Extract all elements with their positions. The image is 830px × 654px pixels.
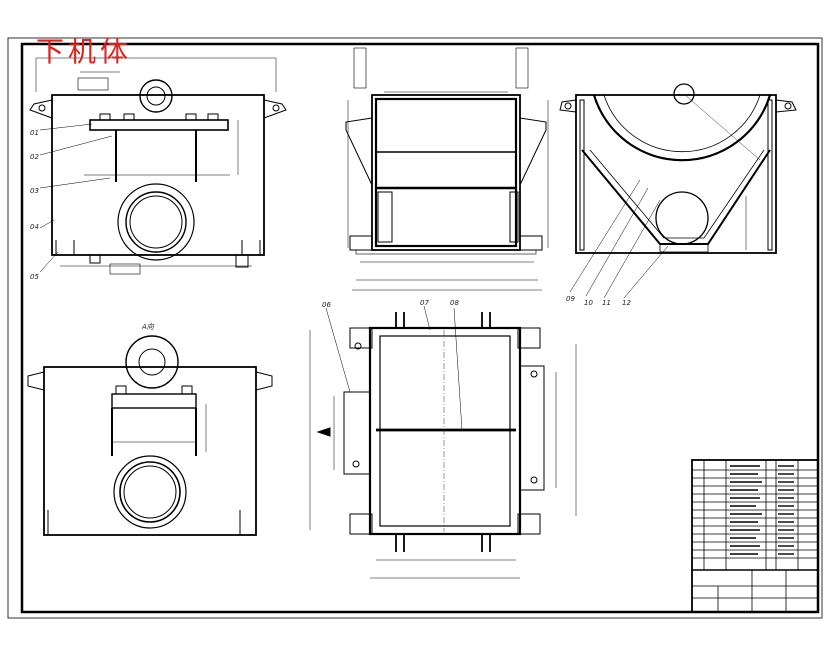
section-label-a: A向: [142, 323, 154, 331]
balloon-04: 04: [30, 223, 39, 231]
balloon-02: 02: [30, 153, 39, 161]
balloon-01: 01: [30, 129, 39, 137]
a-view: [27, 335, 273, 536]
balloon-09: 09: [566, 295, 575, 303]
end-view: [559, 83, 797, 299]
balloon-05: 05: [30, 273, 39, 281]
inner-frame: [20, 42, 820, 614]
balloon-07: 07: [420, 299, 429, 307]
drawing-title: 下机体: [36, 35, 133, 68]
balloon-10: 10: [584, 299, 593, 307]
outer-frame: [7, 37, 823, 619]
balloon-11: 11: [602, 299, 611, 307]
front-view: [29, 57, 287, 275]
balloon-12: 12: [622, 299, 631, 307]
balloon-08: 08: [450, 299, 459, 307]
side-view: [345, 47, 549, 291]
balloon-03: 03: [30, 187, 39, 195]
top-view: [309, 305, 577, 579]
title-block: [691, 459, 819, 613]
balloon-06: 06: [322, 301, 331, 309]
